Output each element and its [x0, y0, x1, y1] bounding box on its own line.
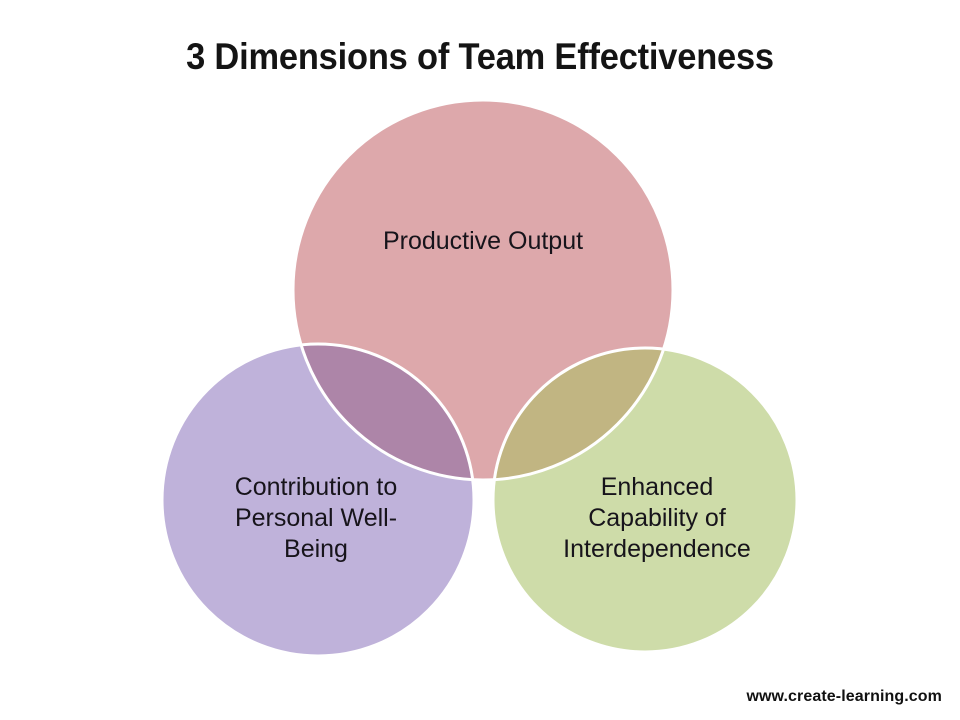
- venn-intersection-pink-green: [493, 348, 673, 480]
- venn-intersection-pink-purple: [293, 344, 474, 480]
- footer-credit: www.create-learning.com: [746, 688, 942, 705]
- page-title: 3 Dimensions of Team Effectiveness: [186, 36, 774, 77]
- venn-outline-contribution-personal-wellbeing: [160, 342, 476, 658]
- venn-outline-productive-output: [291, 98, 675, 482]
- venn-outline-enhanced-capability-interdependence: [491, 346, 799, 654]
